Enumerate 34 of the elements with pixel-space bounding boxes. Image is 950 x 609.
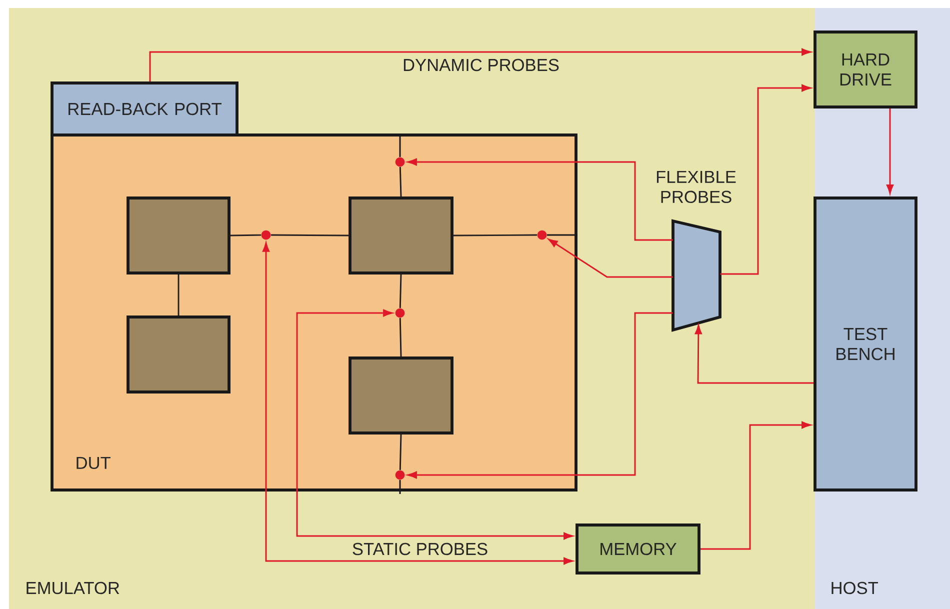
wire (399, 434, 402, 470)
arrow (149, 48, 811, 82)
arrow (408, 312, 673, 479)
block (126, 316, 230, 394)
edge-label: DYNAMIC PROBES (401, 58, 561, 72)
probe-dot (537, 230, 547, 240)
wire (399, 166, 402, 197)
probe-dot (261, 230, 271, 240)
hard-drive-box: HARD DRIVE (814, 30, 918, 108)
node-heading: FLEXIBLE PROBES (656, 170, 736, 204)
arrow (700, 421, 811, 550)
arrow (886, 108, 894, 194)
block (348, 196, 454, 274)
wire (399, 274, 402, 308)
memory-box: MEMORY (576, 524, 700, 574)
arrow (548, 238, 673, 278)
probe-dot (395, 308, 405, 318)
arrow (262, 242, 573, 565)
wire (178, 274, 180, 316)
wire (270, 234, 349, 236)
block (126, 196, 230, 274)
probe-dot (395, 157, 405, 167)
arrow (296, 309, 573, 540)
arrow (720, 84, 811, 275)
edge-label: STATIC PROBES (350, 542, 490, 556)
wire (453, 234, 538, 236)
probe-dot (395, 470, 405, 480)
port-box: READ-BACK PORT (50, 82, 238, 136)
wire (399, 318, 402, 357)
block (348, 356, 454, 434)
arrow (694, 324, 814, 384)
wire (230, 234, 262, 236)
test-bench-box: TEST BENCH (814, 196, 918, 492)
arrow (408, 158, 673, 241)
